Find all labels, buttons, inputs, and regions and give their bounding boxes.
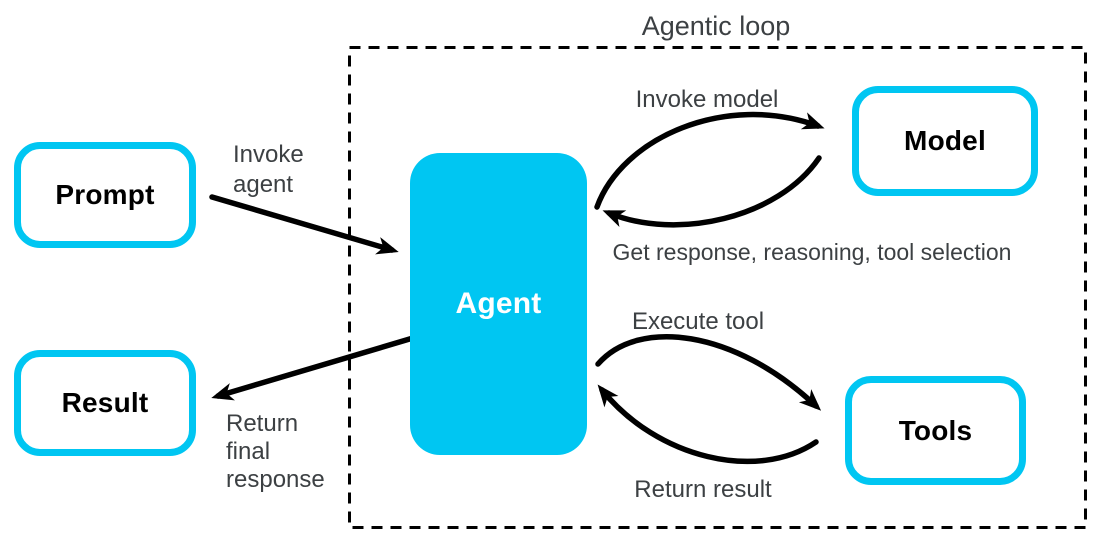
- result-node-label: Result: [61, 387, 149, 418]
- invoke-agent-label: Invoke agent: [233, 140, 304, 200]
- return-final-label-line2: final: [226, 438, 271, 465]
- prompt-node: Prompt: [14, 142, 196, 248]
- agent-node: Agent: [410, 153, 587, 455]
- prompt-node-label: Prompt: [55, 179, 155, 210]
- execute-tool-label: Execute tool: [631, 308, 765, 335]
- model-node: Model: [852, 86, 1038, 196]
- invoke-model-label: Invoke model: [635, 86, 779, 113]
- tools-node-label: Tools: [898, 414, 973, 446]
- return-result-arrow: [597, 384, 819, 465]
- tools-node: Tools: [845, 376, 1026, 485]
- return-result-label: Return result: [634, 476, 772, 503]
- invoke-model-arrow: [594, 111, 825, 210]
- return-final-label-line1: Return: [226, 410, 299, 437]
- execute-tool-arrow: [595, 334, 822, 411]
- return-final-label-line3: response: [226, 466, 325, 493]
- return-final-response-label: Return final response: [226, 410, 325, 494]
- get-response-label: Get response, reasoning, tool selection: [612, 239, 1012, 265]
- get-response-arrow: [602, 155, 822, 228]
- invoke-agent-arrow: [209, 194, 399, 255]
- agent-node-label: Agent: [455, 287, 542, 320]
- result-node: Result: [14, 350, 196, 456]
- agentic-loop-title: Agentic loop: [641, 11, 791, 41]
- model-node-label: Model: [904, 125, 986, 156]
- invoke-agent-label-line2: agent: [233, 171, 294, 198]
- invoke-agent-label-line1: Invoke: [233, 141, 304, 168]
- agentic-loop-boundary: [348, 46, 1087, 529]
